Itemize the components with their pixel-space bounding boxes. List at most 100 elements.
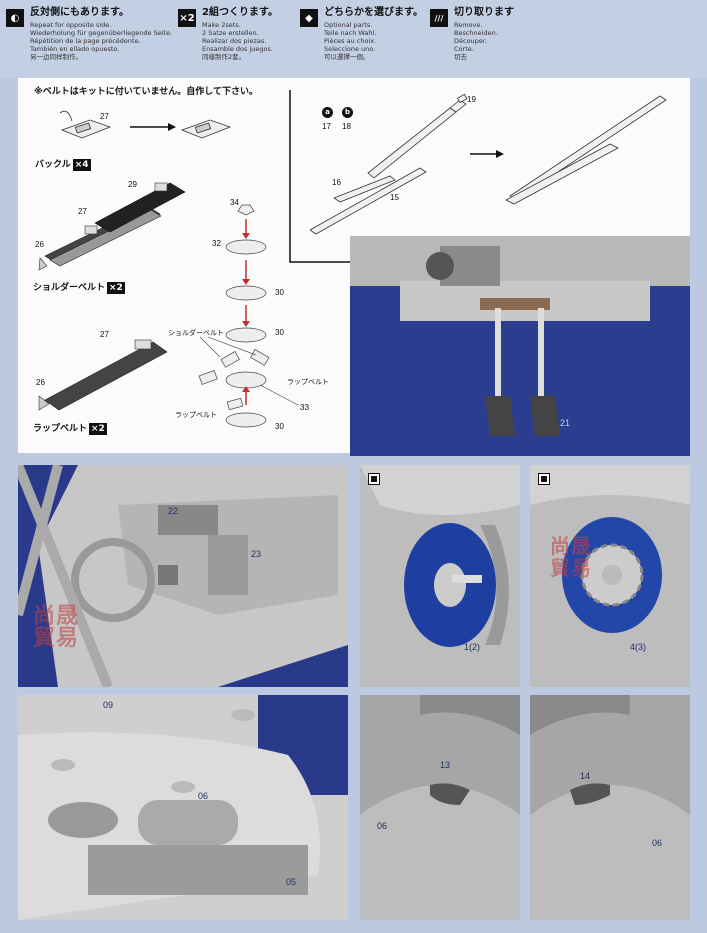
part-label: 27 [78, 207, 87, 216]
belt-note: ※ベルトはキットに付いていません。自作して下さい。 [34, 87, 258, 97]
buckle-label: バックル×4 [35, 157, 91, 171]
optional-parts-icon: ◆ [300, 9, 318, 27]
part-label: 30 [275, 288, 284, 297]
lap-belt-diagram [38, 339, 168, 411]
legend-bar: ◐ 反対側にもあります。 Repeat for opposite side. W… [0, 0, 707, 78]
legend-title: 切り取ります [454, 7, 514, 18]
part-label: 26 [35, 240, 44, 249]
part-label: 27 [100, 330, 109, 339]
make-two-sets-icon: ×2 [178, 9, 196, 27]
dash-part-label: 23 [251, 549, 262, 559]
legend-line: Wiederholung für gegenüberliegende Seite… [30, 29, 173, 37]
legend-title: 反対側にもあります。 [30, 7, 129, 18]
pedals-illustration [350, 236, 690, 456]
legend-line: Ensamble dos juegos. [202, 45, 273, 53]
part-label: 15 [390, 193, 399, 202]
part-label: 29 [128, 180, 137, 189]
legend-title: どちらかを選びます。 [324, 7, 423, 18]
lap-qty-badge: ×2 [89, 423, 107, 435]
opposite-side-icon [368, 473, 380, 485]
front-car-photo: 09 06 05 [18, 695, 348, 920]
watermark-stamp: 尚晟 貿易 [550, 534, 592, 580]
wiper-diagram [310, 93, 667, 235]
lap-text: ラップベルト [33, 424, 88, 434]
mirror-right-illustration [530, 695, 690, 920]
legend-line: Make 2sets. [202, 21, 241, 29]
legend-opposite-side: ◐ 反対側にもあります。 Repeat for opposite side. W… [6, 6, 172, 61]
buckle-text: バックル [35, 160, 71, 170]
front-car-illustration [18, 695, 348, 920]
opposite-side-icon [538, 473, 550, 485]
buckle-qty-badge: ×4 [72, 159, 91, 171]
brake-left-photo: 1(2) [360, 465, 520, 687]
part-label: 34 [230, 198, 239, 207]
legend-line: Pièces au choix. [324, 37, 377, 45]
mirror-left-photo: 13 06 [360, 695, 520, 920]
legend-line: Repeat for opposite side. [30, 21, 112, 29]
part-label: 27 [100, 112, 109, 121]
brake-part-label: 1(2) [464, 642, 481, 652]
buckle-diagram [59, 110, 232, 139]
dashboard-illustration [18, 465, 348, 687]
mirror-part-label: 14 [580, 771, 591, 781]
legend-line: Remove. [454, 21, 483, 29]
dashboard-photo: 22 23 尚晟 貿易 [18, 465, 348, 687]
legend-line: Corte. [454, 45, 474, 53]
part-label: 32 [212, 239, 221, 248]
legend-title: 2組つくります。 [202, 7, 278, 18]
part-label: 33 [300, 403, 309, 412]
mirror-part-label: 06 [377, 821, 388, 831]
part-label: 19 [467, 95, 476, 104]
mirror-left-illustration [360, 695, 520, 920]
brake-left-illustration [360, 465, 520, 687]
legend-line: 另一边同样制作。 [30, 53, 82, 61]
buckle-assembly-diagram [198, 204, 299, 428]
brake-right-photo: 尚晟 貿易 4(3) [530, 465, 690, 687]
front-part-label: 05 [286, 877, 297, 887]
brake-right-illustration [530, 465, 690, 687]
option-b-badge: b [342, 107, 353, 118]
dash-part-label: 22 [168, 506, 179, 516]
brake-part-label: 4(3) [630, 642, 647, 652]
mirror-part-label: 06 [652, 838, 663, 848]
part-label: 30 [275, 328, 284, 337]
part-label: 16 [332, 178, 341, 187]
legend-line: Seleccione uno. [324, 45, 376, 53]
diagram-label-lap: ラップベルト [287, 379, 329, 386]
shoulder-belt-diagram [38, 182, 186, 271]
legend-make-two: ×2 2組つくります。 Make 2sets. 2 Satze erstelle… [178, 6, 278, 61]
front-part-label: 09 [103, 700, 114, 710]
legend-line: Realizar dos piezas. [202, 37, 267, 45]
legend-line: Optional parts. [324, 21, 373, 29]
part-label: 26 [36, 378, 45, 387]
shoulder-qty-badge: ×2 [107, 282, 125, 294]
legend-line: También en ellado opuesto. [30, 45, 120, 53]
watermark-stamp: 尚晟 貿易 [33, 603, 80, 651]
mirror-part-label: 13 [440, 760, 451, 770]
pedals-part-label: 21 [560, 418, 571, 428]
legend-line: 可以選擇一個。 [324, 53, 370, 61]
lap-belt-label: ラップベルト×2 [33, 421, 107, 435]
front-part-label: 06 [198, 791, 209, 801]
opposite-side-icon: ◐ [6, 9, 24, 27]
legend-line: Beschneiden. [454, 29, 498, 37]
legend-cut: /// 切り取ります Remove. Beschneiden. Découper… [430, 6, 514, 61]
mirror-right-photo: 14 06 [530, 695, 690, 920]
pedals-photo: 21 [350, 236, 690, 456]
legend-line: 同樣制作2套。 [202, 53, 246, 61]
legend-line: Teile nach Wahl. [324, 29, 377, 37]
legend-line: Répétition de la page précédente. [30, 37, 141, 45]
legend-line: 2 Satze erstellen. [202, 29, 259, 37]
diagram-label-lap: ラップベルト [175, 412, 217, 419]
diagram-label-shoulder: ショルダーベルト [168, 330, 224, 337]
part-label: 30 [275, 422, 284, 431]
legend-line: 切去 [454, 53, 467, 61]
part-label: 17 [322, 122, 331, 131]
legend-line: Découper. [454, 37, 487, 45]
legend-optional: ◆ どちらかを選びます。 Optional parts. Teile nach … [300, 6, 423, 61]
shoulder-text: ショルダーベルト [33, 283, 106, 293]
shoulder-belt-label: ショルダーベルト×2 [33, 280, 125, 294]
option-a-badge: a [322, 107, 333, 118]
cut-off-icon: /// [430, 9, 448, 27]
